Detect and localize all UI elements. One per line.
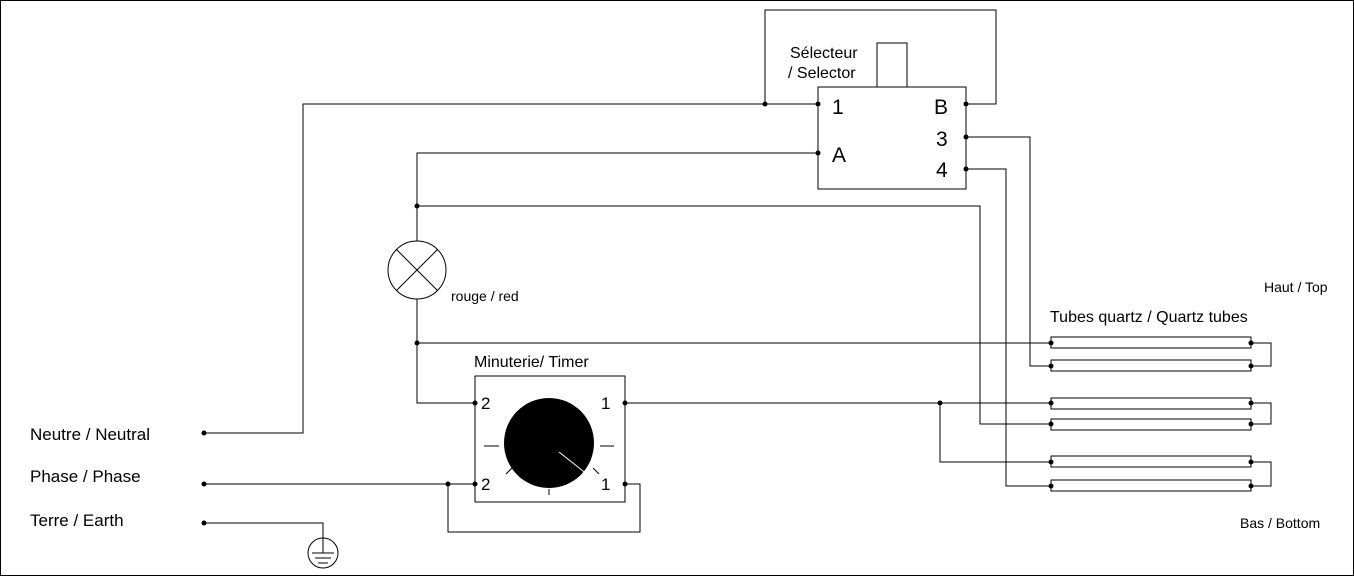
selector-terminal-3: 3 [936, 128, 948, 151]
timer: Minuterie/ Timer 2 1 2 1 [474, 354, 626, 503]
junction-dot [1048, 340, 1054, 346]
junction-dot [414, 203, 420, 209]
selector-label-line2: / Selector [788, 65, 856, 82]
junction-dot [963, 134, 969, 140]
timer-terminal-bottom-left: 2 [481, 475, 490, 494]
selector-switch: Sélecteur / Selector 1 A B 3 4 [788, 42, 967, 190]
timer-knob[interactable] [504, 398, 594, 488]
junction-dot [815, 101, 821, 107]
wire-timer-1-branch [939, 403, 1051, 463]
junction-dot [1248, 483, 1254, 489]
selector-knob-tab [876, 42, 908, 88]
indicator-lamp: rouge / red [387, 240, 519, 304]
junction-dot [1248, 459, 1254, 465]
tubes-title: Tubes quartz / Quartz tubes [1050, 309, 1248, 326]
junction-dot [963, 166, 969, 172]
junction-dot [1248, 400, 1254, 406]
wire-neutral [204, 103, 818, 434]
junction-dot [414, 340, 420, 346]
phase-label: Phase / Phase [30, 467, 141, 486]
earth-label: Terre / Earth [30, 511, 124, 530]
junction-dot [622, 481, 628, 487]
junction-dot [1048, 483, 1054, 489]
wire-timer-bottom-loop [447, 483, 641, 533]
tube-pair-3 [1050, 455, 1272, 492]
selector-terminal-1: 1 [832, 96, 844, 119]
junction-dot [1048, 400, 1054, 406]
wire-selector-a [416, 152, 818, 241]
timer-terminal-top-right: 1 [601, 394, 610, 413]
junction-dot [1248, 421, 1254, 427]
junction-dot [445, 481, 451, 487]
junction-dot [937, 400, 943, 406]
quartz-tube [1050, 418, 1252, 431]
timer-knob-pointer [558, 451, 589, 476]
junction-dot [472, 400, 478, 406]
selector-terminal-b: B [934, 96, 948, 119]
quartz-tube [1050, 479, 1252, 492]
junction-dot [201, 520, 207, 526]
quartz-tube [1050, 336, 1252, 349]
selector-terminal-4: 4 [936, 159, 948, 182]
supply-inputs: Neutre / Neutral Phase / Phase Terre / E… [30, 425, 150, 530]
quartz-tube [1050, 397, 1252, 410]
junction-dot [963, 101, 969, 107]
quartz-tubes: Tubes quartz / Quartz tubes Haut / Top B… [1050, 279, 1328, 531]
junction-dot [1248, 340, 1254, 346]
tube-pair-1 [1050, 336, 1272, 372]
wire-selector-b-loop [764, 9, 997, 105]
junction-dot [815, 150, 821, 156]
wire-node-to-tube2 [417, 205, 1051, 425]
tubes-bottom-label: Bas / Bottom [1240, 515, 1320, 531]
quartz-tube [1050, 455, 1252, 468]
tube-pair-2 [1050, 397, 1272, 431]
junction-dot [1048, 459, 1054, 465]
wire-earth [204, 522, 324, 538]
junction-dot [762, 101, 768, 107]
timer-dial-ticks [484, 445, 614, 495]
wire-selector-3 [966, 136, 1051, 367]
timer-terminal-top-left: 2 [481, 394, 490, 413]
junction-dot [1048, 421, 1054, 427]
selector-label-line1: Sélecteur [790, 45, 858, 62]
junction-dots [201, 101, 1254, 526]
timer-label: Minuterie/ Timer [474, 354, 589, 371]
selector-body [817, 86, 967, 190]
junction-dot [472, 481, 478, 487]
neutral-label: Neutre / Neutral [30, 425, 150, 444]
selector-terminal-a: A [832, 144, 846, 167]
tubes-top-label: Haut / Top [1264, 279, 1328, 295]
quartz-tube [1050, 359, 1252, 372]
wire-lamp-to-timer [416, 299, 475, 404]
wire-selector-4 [966, 168, 1051, 487]
timer-terminal-bottom-right: 1 [601, 475, 610, 494]
wires [204, 9, 1051, 538]
junction-dot [622, 400, 628, 406]
earth-ground-icon [307, 537, 339, 569]
lamp-label: rouge / red [451, 288, 519, 304]
junction-dot [201, 430, 207, 436]
junction-dot [1048, 363, 1054, 369]
junction-dot [201, 481, 207, 487]
junction-dot [1248, 363, 1254, 369]
